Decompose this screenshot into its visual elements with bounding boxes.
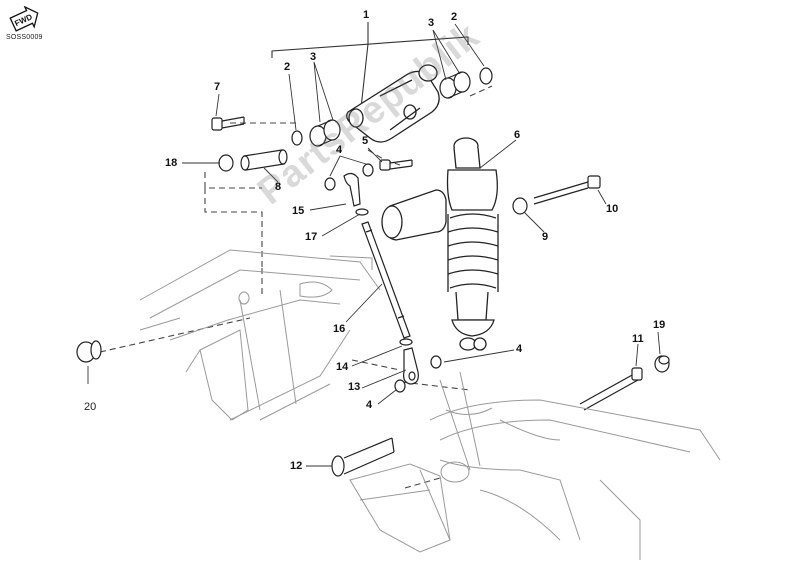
group-1-bracket: [271, 36, 469, 58]
bolt-10: [533, 175, 601, 205]
sleeve-8: [240, 149, 288, 171]
callout-20: 20: [84, 401, 97, 413]
callout-8: 8: [275, 181, 282, 193]
rocker-linkage: [346, 64, 440, 143]
callout-5: 5: [362, 135, 369, 147]
bolt-5: [379, 159, 413, 171]
lower-rod-end: [394, 338, 442, 393]
callout-18: 18: [165, 157, 178, 169]
nut-19: [654, 355, 670, 373]
callout-9: 9: [542, 231, 549, 243]
frame-outline: [139, 249, 381, 421]
callout-10: 10: [606, 203, 619, 215]
callout-2: 2: [451, 11, 458, 23]
tie-rod-16: [361, 221, 411, 339]
bolt-7: [211, 116, 245, 131]
callout-16: 16: [333, 323, 346, 335]
callout-3: 3: [310, 51, 317, 63]
bolt-11: [579, 367, 643, 411]
shock-absorber: [381, 137, 499, 351]
callout-12: 12: [290, 460, 303, 472]
washer-18: [218, 154, 234, 172]
callout-6: 6: [514, 129, 521, 141]
callout-3: 3: [428, 17, 435, 29]
callout-11: 11: [632, 333, 644, 345]
swingarm-outline: [349, 371, 721, 560]
callout-4: 4: [516, 343, 523, 355]
washer-9: [512, 197, 528, 215]
callout-13: 13: [348, 381, 361, 393]
callout-4: 4: [366, 399, 373, 411]
callout-15: 15: [292, 205, 305, 217]
callout-19: 19: [653, 319, 666, 331]
callout-7: 7: [214, 81, 221, 93]
callout-14: 14: [336, 361, 349, 373]
callout-2: 2: [284, 61, 291, 73]
callout-4: 4: [336, 144, 343, 156]
upper-rod-end: [324, 163, 374, 216]
bolt-12: [331, 437, 395, 477]
cap-20: [76, 340, 102, 363]
needle-bearing-right: [439, 67, 493, 99]
needle-bearing-left: [291, 119, 341, 147]
callout-1: 1: [363, 9, 370, 21]
diagram-code: SOSS0009: [6, 34, 43, 41]
callout-17: 17: [305, 231, 318, 243]
forward-direction-icon: FWD: [9, 6, 39, 32]
